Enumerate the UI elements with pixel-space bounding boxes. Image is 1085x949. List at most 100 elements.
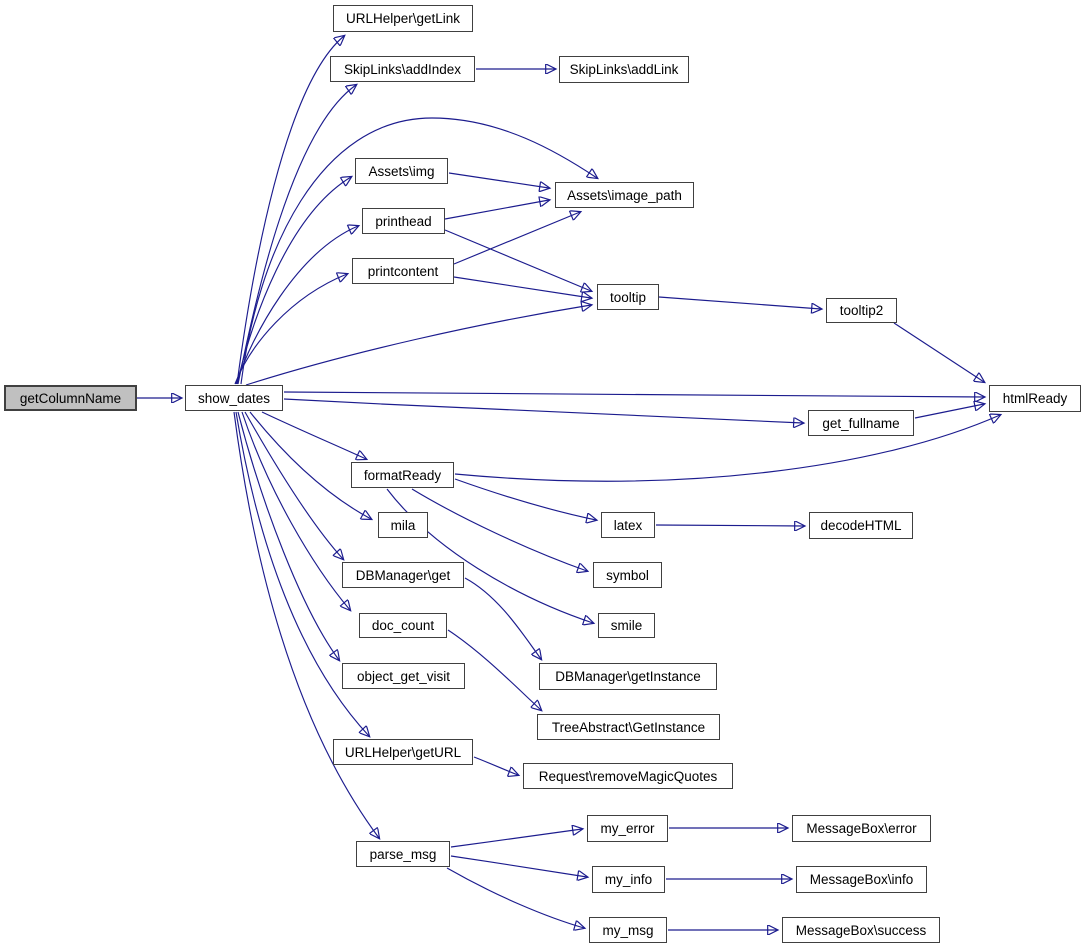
edge-tooltip-to-tooltip2 [658, 296, 821, 309]
node-label: Assets\image_path [567, 187, 682, 203]
node-label: MessageBox\error [806, 821, 917, 836]
edge-show-dates-to-dbmanager-get [244, 411, 343, 559]
node-treeabstract-getinstance[interactable]: TreeAbstract\GetInstance [537, 714, 720, 740]
node-urlhelper-geturl[interactable]: URLHelper\getURL [333, 739, 473, 765]
node-show-dates[interactable]: show_dates [185, 385, 283, 411]
node-label: getColumnName [19, 390, 122, 406]
node-my-info[interactable]: my_info [592, 866, 665, 893]
node-dbmanager-get[interactable]: DBManager\get [342, 562, 464, 588]
edge-formatready-to-htmlready [454, 415, 1000, 482]
node-skiplinks-addindex[interactable]: SkipLinks\addIndex [330, 56, 475, 82]
node-decodehtml[interactable]: decodeHTML [809, 512, 913, 539]
edge-printcontent-to-assets-image-path [453, 212, 580, 265]
edge-assets-img-to-assets-image-path [448, 172, 549, 188]
edge-show-dates-to-urlhelper-geturl [235, 411, 369, 736]
edge-dbmanager-get-to-dbmanager-getinstance [464, 577, 541, 659]
edge-doc-count-to-treeabstract-getinstance [447, 629, 541, 710]
node-my-error[interactable]: my_error [587, 815, 668, 842]
node-label: show_dates [197, 390, 271, 406]
node-formatready[interactable]: formatReady [351, 462, 454, 488]
node-label: decodeHTML [820, 518, 902, 533]
node-label: URLHelper\getLink [345, 11, 461, 26]
node-assets-image-path[interactable]: Assets\image_path [555, 182, 694, 208]
node-label: get_fullname [822, 415, 900, 431]
node-label: SkipLinks\addLink [569, 62, 679, 77]
edge-get-fullname-to-htmlready [914, 404, 984, 419]
edge-show-dates-to-htmlready [283, 391, 984, 397]
node-label: my_info [604, 872, 653, 887]
node-messagebox-info[interactable]: MessageBox\info [796, 866, 927, 893]
edge-show-dates-to-assets-img [236, 177, 351, 385]
node-getcolumnname: getColumnName [4, 385, 137, 411]
edge-show-dates-to-assets-image-path [240, 117, 597, 385]
edge-latex-to-decodehtml [655, 525, 804, 526]
node-label: Request\removeMagicQuotes [538, 768, 718, 784]
node-label: SkipLinks\addIndex [343, 61, 462, 77]
node-label: DBManager\get [355, 567, 451, 583]
node-skiplinks-addlink[interactable]: SkipLinks\addLink [559, 56, 689, 83]
node-urlhelper-getlink[interactable]: URLHelper\getLink [333, 5, 473, 32]
node-printhead[interactable]: printhead [362, 208, 445, 234]
edge-show-dates-to-get-fullname [283, 398, 803, 423]
node-label: MessageBox\success [795, 922, 927, 938]
node-tooltip2[interactable]: tooltip2 [826, 298, 897, 323]
edge-show-dates-to-formatready [261, 411, 366, 459]
node-object-get-visit[interactable]: object_get_visit [342, 663, 465, 689]
node-label: symbol [606, 567, 649, 583]
node-messagebox-error[interactable]: MessageBox\error [792, 815, 931, 842]
node-label: printhead [375, 213, 432, 229]
edge-printcontent-to-tooltip [453, 276, 591, 298]
node-my-msg[interactable]: my_msg [589, 917, 667, 943]
edge-show-dates-to-tooltip [245, 305, 591, 386]
node-assets-img[interactable]: Assets\img [355, 158, 448, 184]
node-label: latex [613, 517, 643, 533]
edge-show-dates-to-printcontent [234, 274, 347, 385]
edge-show-dates-to-object-get-visit [237, 411, 339, 660]
node-symbol[interactable]: symbol [593, 562, 662, 588]
edge-formatready-to-latex [454, 478, 596, 520]
edge-show-dates-to-doc-count [241, 411, 350, 610]
node-mila[interactable]: mila [378, 512, 428, 538]
node-label: parse_msg [369, 846, 437, 862]
node-tooltip[interactable]: tooltip [597, 284, 659, 310]
node-label: htmlReady [1002, 391, 1068, 406]
node-messagebox-success[interactable]: MessageBox\success [782, 917, 940, 943]
node-label: Assets\img [368, 163, 435, 179]
node-printcontent[interactable]: printcontent [352, 258, 454, 284]
node-doc-count[interactable]: doc_count [359, 613, 447, 638]
edge-show-dates-to-skiplinks-addindex [237, 85, 356, 385]
node-label: URLHelper\getURL [344, 744, 462, 760]
node-request-removemagicquotes[interactable]: Request\removeMagicQuotes [523, 763, 733, 789]
node-label: tooltip [609, 289, 647, 305]
edge-printhead-to-tooltip [444, 229, 591, 291]
edge-parse-msg-to-my-error [450, 829, 582, 848]
edge-urlhelper-geturl-to-request-removemagicquotes [473, 756, 518, 775]
node-parse-msg[interactable]: parse_msg [356, 841, 450, 867]
node-label: formatReady [363, 467, 442, 483]
node-label: my_error [600, 821, 655, 836]
edge-parse-msg-to-my-msg [446, 867, 584, 928]
node-get-fullname[interactable]: get_fullname [808, 410, 914, 436]
node-label: my_msg [602, 922, 654, 938]
node-label: object_get_visit [356, 668, 451, 684]
edge-formatready-to-symbol [411, 488, 587, 571]
edge-printhead-to-assets-image-path [444, 200, 549, 220]
node-htmlready[interactable]: htmlReady [989, 385, 1081, 412]
node-label: printcontent [367, 263, 439, 279]
node-label: MessageBox\info [809, 872, 914, 887]
edge-formatready-to-smile [386, 488, 593, 623]
edge-tooltip2-to-htmlready [893, 322, 984, 382]
node-label: doc_count [371, 618, 435, 633]
edge-show-dates-to-urlhelper-getlink [236, 36, 344, 385]
node-label: mila [390, 517, 416, 533]
node-latex[interactable]: latex [601, 512, 655, 538]
node-label: DBManager\getInstance [555, 669, 701, 684]
edge-show-dates-to-printhead [235, 226, 358, 385]
node-smile[interactable]: smile [598, 613, 655, 638]
edge-show-dates-to-mila [249, 411, 371, 519]
node-dbmanager-getinstance[interactable]: DBManager\getInstance [539, 663, 717, 690]
node-label: smile [610, 618, 643, 633]
node-label: TreeAbstract\GetInstance [551, 719, 706, 735]
